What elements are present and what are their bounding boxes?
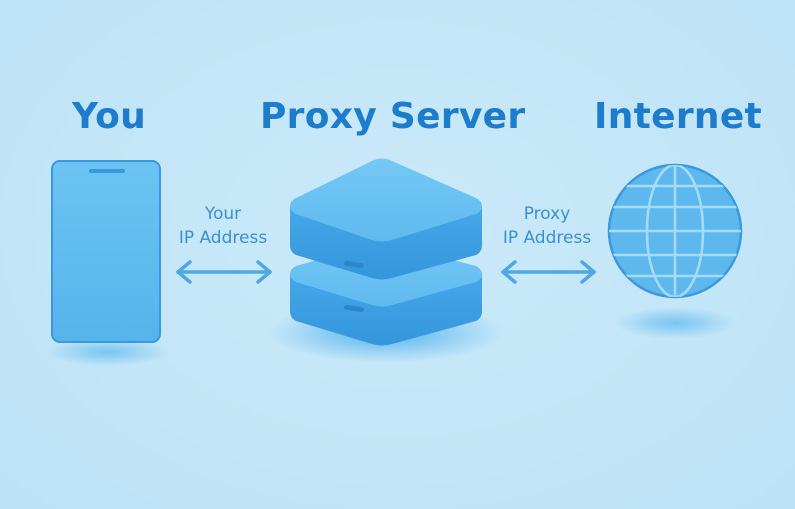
node-title-you: You	[72, 96, 147, 137]
phone-speaker	[89, 169, 125, 173]
node-title-internet: Internet	[594, 96, 763, 137]
connection-label-your-ip: Your IP Address	[170, 202, 276, 250]
connection-label-proxy-ip: Proxy IP Address	[494, 202, 600, 250]
double-arrow-icon	[501, 260, 596, 284]
node-title-proxy-server: Proxy Server	[260, 96, 526, 137]
connection-label-line: IP Address	[502, 228, 592, 248]
smartphone-icon	[51, 160, 161, 343]
phone-shadow	[46, 338, 170, 366]
server-unit-top	[290, 158, 482, 280]
connection-label-line: Your	[204, 204, 242, 224]
server-light	[344, 304, 364, 313]
server-light	[344, 260, 364, 269]
connection-label-line: IP Address	[178, 228, 268, 248]
globe-shadow	[615, 307, 735, 339]
server-stack-icon	[290, 158, 482, 346]
connection-label-line: Proxy	[523, 204, 571, 224]
double-arrow-icon	[176, 260, 272, 284]
globe-icon	[607, 163, 743, 299]
